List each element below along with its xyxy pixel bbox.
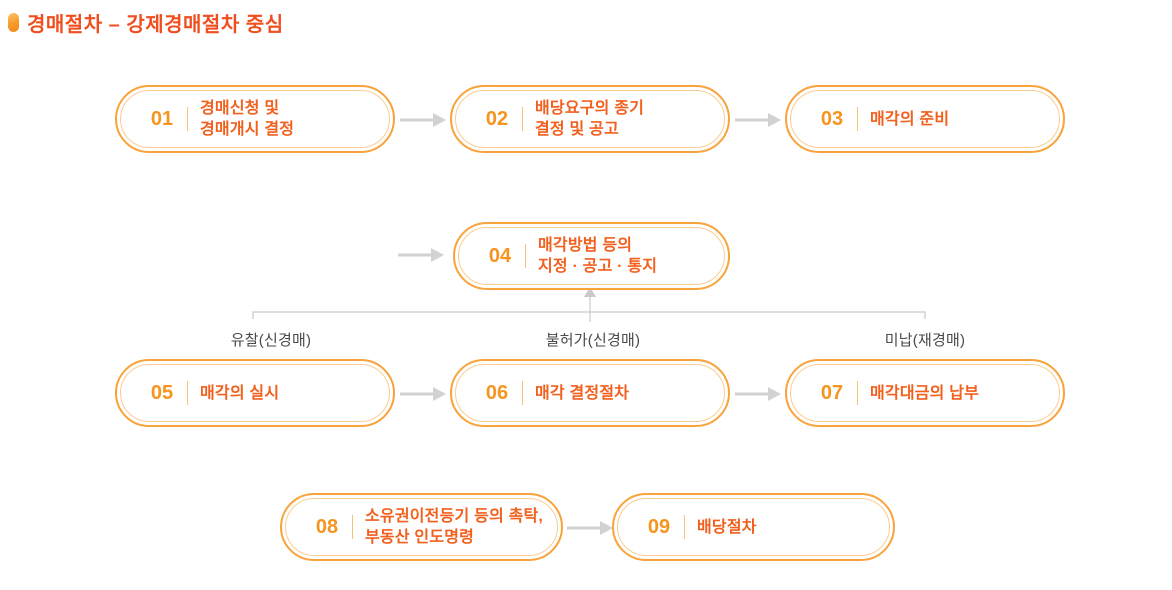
step-number: 09 (647, 515, 671, 538)
branch-label-bulheoga: 불허가(신경매) (545, 332, 641, 349)
step-label: 매각의 준비 (870, 110, 950, 128)
step-number: 08 (315, 515, 339, 538)
flow-arrow-icon (567, 521, 613, 535)
step-box-07: 07 매각대금의 납부 (785, 359, 1065, 427)
step-divider (187, 107, 188, 131)
flow-arrow-icon (398, 248, 444, 262)
flow-arrow-icon (400, 113, 446, 127)
step-box-06: 06 매각 결정절차 (450, 359, 730, 427)
step-divider (857, 107, 858, 131)
step-divider (857, 381, 858, 405)
step-box-09: 09 배당절차 (612, 493, 895, 561)
step-label: 매각의 실시 (200, 384, 280, 402)
flow-arrow-icon (735, 113, 781, 127)
bullet-icon (8, 13, 19, 32)
step-label: 매각 결정절차 (535, 384, 630, 402)
step-number: 05 (150, 381, 174, 404)
page-header: 경매절차 – 강제경매절차 중심 (8, 8, 284, 37)
step-divider (525, 244, 526, 268)
step-number: 01 (150, 107, 174, 130)
step-divider (187, 381, 188, 405)
flow-arrow-icon (400, 387, 446, 401)
step-divider (522, 381, 523, 405)
step-divider (352, 515, 353, 539)
step-label: 배당절차 (697, 518, 757, 536)
page-title: 경매절차 – 강제경매절차 중심 (27, 14, 284, 36)
branch-label-yuchal: 유찰(신경매) (230, 332, 312, 349)
step-label: 소유권이전등기 등의 촉탁,부동산 인도명령 (365, 508, 544, 546)
flow-arrow-icon (735, 387, 781, 401)
step-number: 02 (485, 107, 509, 130)
step-label: 매각대금의 납부 (870, 384, 980, 402)
step-number: 03 (820, 107, 844, 130)
step-box-08: 08 소유권이전등기 등의 촉탁,부동산 인도명령 (280, 493, 563, 561)
step-divider (522, 107, 523, 131)
step-divider (684, 515, 685, 539)
step-number: 07 (820, 381, 844, 404)
step-number: 04 (488, 244, 512, 267)
step-number: 06 (485, 381, 509, 404)
step-box-03: 03 매각의 준비 (785, 85, 1065, 153)
branch-label-minap: 미납(재경매) (884, 332, 966, 349)
step-box-05: 05 매각의 실시 (115, 359, 395, 427)
